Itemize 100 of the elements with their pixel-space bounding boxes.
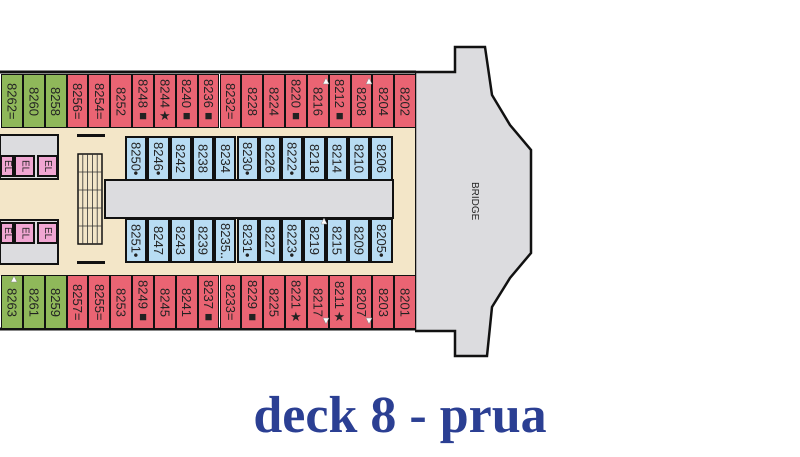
cabin-box bbox=[154, 74, 176, 128]
cabin-number: 8207 bbox=[355, 288, 368, 316]
cabin-box bbox=[326, 218, 348, 263]
cabin-number: 8201 bbox=[398, 288, 412, 316]
cabin-box bbox=[350, 74, 372, 128]
cabin-number: 8234 bbox=[218, 144, 232, 173]
cabin-number: 8247 bbox=[152, 226, 165, 255]
cabin-box bbox=[170, 136, 192, 181]
cabin-box bbox=[236, 136, 259, 181]
elevator-label: EL bbox=[2, 226, 12, 240]
cabin-box bbox=[44, 275, 67, 329]
cabin-number: 8209 bbox=[352, 226, 366, 255]
cabin-box bbox=[241, 74, 264, 128]
cabin-box bbox=[328, 74, 351, 128]
cabin-number: 8220■ bbox=[289, 79, 302, 123]
cabin-box bbox=[263, 74, 286, 128]
elevator-box bbox=[36, 155, 58, 177]
cabin-box bbox=[372, 275, 394, 329]
cabin-box bbox=[281, 136, 304, 181]
cabin-box bbox=[285, 275, 307, 329]
cabin-box bbox=[132, 74, 154, 128]
cabin-number: 8257= bbox=[70, 284, 84, 320]
cabin-number: 8263 bbox=[5, 288, 18, 316]
bridge-area bbox=[415, 45, 533, 358]
cabin-box bbox=[22, 74, 45, 128]
cabin-box bbox=[192, 136, 214, 181]
cabin-number: 8217 bbox=[311, 288, 324, 316]
cabin-box bbox=[350, 275, 372, 329]
cabin-number: 8250• bbox=[130, 142, 143, 176]
cabin-box bbox=[370, 136, 393, 181]
cabin-number: 8225 bbox=[268, 288, 281, 316]
elevator-box bbox=[14, 222, 35, 244]
cabin-box bbox=[176, 275, 198, 329]
cabin-box bbox=[236, 218, 259, 263]
cabin-number: 8210 bbox=[352, 144, 366, 173]
cabin-box bbox=[1, 74, 23, 128]
cabin-number: 8242 bbox=[174, 144, 188, 173]
cabin-box bbox=[306, 74, 329, 128]
cabin-number: 8228 bbox=[246, 86, 259, 116]
cabin-number: 8245 bbox=[158, 288, 172, 316]
cabin-number: 8243 bbox=[174, 226, 188, 255]
cabin-box bbox=[328, 275, 351, 329]
cabin-box bbox=[88, 74, 110, 128]
cabin-number: 8224 bbox=[268, 86, 281, 116]
cabin-number: 8208 bbox=[355, 86, 368, 116]
cabin-number: 8261 bbox=[27, 288, 40, 316]
cabin-box bbox=[348, 218, 370, 263]
cabin-number: 8232= bbox=[224, 82, 237, 120]
cabin-box bbox=[241, 275, 264, 329]
cabin-box bbox=[66, 275, 88, 329]
cabin-box bbox=[110, 275, 132, 329]
cabin-box bbox=[170, 218, 192, 263]
cabin-number: 8203 bbox=[376, 288, 390, 316]
cabin-number: 8244★ bbox=[158, 79, 172, 123]
cabin-number: 8205• bbox=[374, 224, 388, 258]
cabin-box bbox=[147, 218, 170, 263]
cabin-box bbox=[214, 136, 236, 181]
cabin-number: 8251• bbox=[130, 224, 143, 258]
title: deck 8 - prua bbox=[253, 387, 547, 444]
cabin-number: 8227 bbox=[263, 226, 276, 255]
cabin-number: 8236■ bbox=[202, 79, 216, 123]
cabin-box bbox=[110, 74, 132, 128]
cabin-number: 8240■ bbox=[180, 79, 194, 123]
cabin-number: 8241 bbox=[180, 288, 194, 316]
cabin-number: 8238 bbox=[196, 144, 210, 173]
cabin-number: 8206 bbox=[374, 144, 388, 173]
cabin-number: 8218 bbox=[308, 144, 322, 173]
cabin-box bbox=[263, 275, 286, 329]
cabin-number: 8259 bbox=[49, 288, 62, 316]
cabin-number: 8249■ bbox=[136, 280, 150, 324]
cabin-box bbox=[192, 218, 214, 263]
cabin-box bbox=[132, 275, 154, 329]
elevator-label: EL bbox=[20, 226, 30, 240]
elevator-box bbox=[14, 155, 35, 177]
elevator-label: EL bbox=[42, 160, 52, 172]
cabin-number: 8202 bbox=[398, 86, 412, 116]
cabin-number: 8255= bbox=[92, 284, 106, 320]
cabin-number: 8229■ bbox=[246, 280, 259, 324]
cabin-box bbox=[285, 74, 307, 128]
cabin-box bbox=[258, 136, 282, 181]
cabin-number: 8230• bbox=[241, 142, 254, 176]
cabin-box bbox=[198, 275, 220, 329]
cabin-number: 8246• bbox=[152, 142, 165, 176]
elevator-box bbox=[0, 222, 14, 244]
cabin-box bbox=[303, 136, 326, 181]
cabin-box bbox=[176, 74, 198, 128]
cabin-number: 8204 bbox=[376, 86, 390, 116]
cabin-box bbox=[306, 275, 329, 329]
cabin-number: 8215 bbox=[330, 226, 344, 255]
cabin-number: 8235‥ bbox=[218, 222, 232, 258]
area-label: BRIDGE bbox=[469, 182, 479, 221]
cabin-box bbox=[394, 74, 416, 128]
cabin-box bbox=[147, 136, 170, 181]
cabin-box bbox=[88, 275, 110, 329]
cabin-number: 8233= bbox=[224, 284, 237, 320]
elevator-label: EL bbox=[42, 226, 52, 240]
cabin-number: 8219 bbox=[308, 226, 322, 255]
cabin-box bbox=[348, 136, 370, 181]
cabin-box bbox=[125, 218, 148, 263]
cabin-box bbox=[214, 218, 236, 263]
